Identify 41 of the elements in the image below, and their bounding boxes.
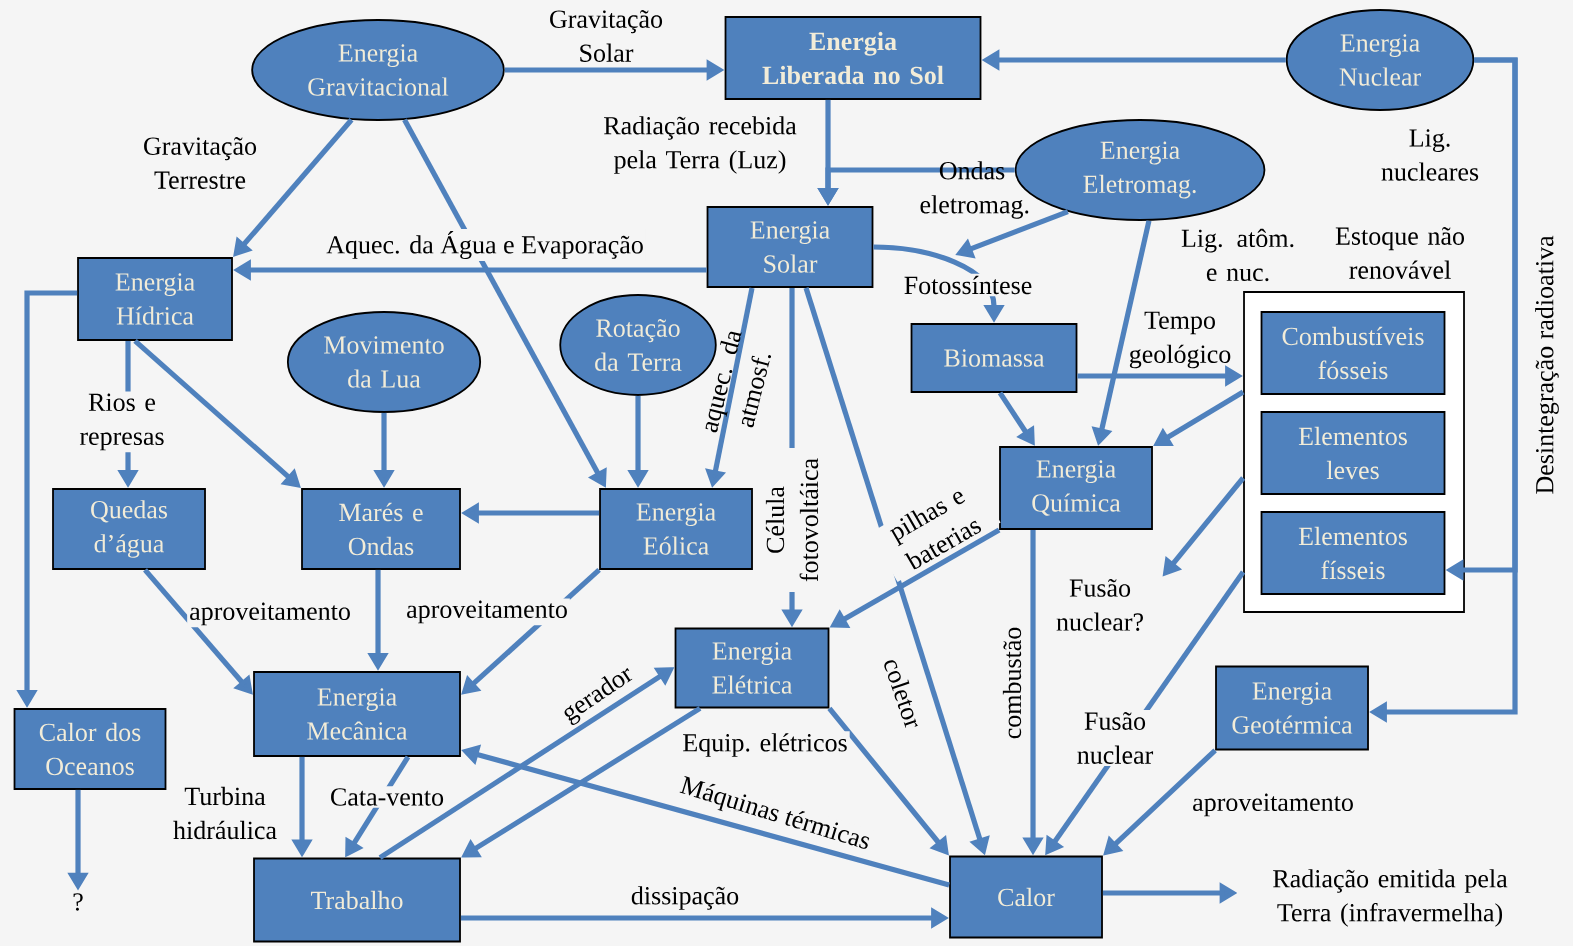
edge-label: coletor	[884, 660, 918, 728]
energy-box: Energia Mecânica	[253, 671, 461, 757]
energy-box: Elementos leves	[1260, 411, 1446, 495]
energy-box: Calor dos Oceanos	[13, 708, 167, 790]
note-text: Fusão nuclear?	[1056, 579, 1143, 631]
energy-box: Trabalho	[253, 857, 461, 943]
note-text: Lig. nucleares	[1381, 129, 1479, 181]
edge-label: aproveitamento	[1193, 793, 1353, 817]
edge-label: aproveitamento	[187, 600, 353, 628]
energy-box: Energia Elétrica	[674, 627, 830, 709]
energy-box: Energia Geotérmica	[1215, 665, 1369, 751]
edge-label: Desintegração radioativa	[1535, 235, 1559, 494]
energy-box: Elementos físseis	[1260, 511, 1446, 595]
energy-box: Energia Química	[999, 446, 1153, 530]
energy-box: Quedas d’água	[52, 488, 206, 570]
energy-box: Energia Solar	[706, 206, 874, 288]
energy-box: Energia Hídrica	[77, 257, 233, 341]
energy-box: Marés e Ondas	[301, 488, 461, 570]
energy-box: Energia Eólica	[599, 488, 753, 570]
edge-label: Gravitação Solar	[550, 10, 663, 62]
energy-box: Biomassa	[910, 323, 1078, 393]
edge-label: Aquec. da Água e Evaporação	[324, 229, 646, 261]
edge-label: Equip. elétricos	[680, 731, 850, 759]
edge-label: Cata-vento	[327, 786, 447, 808]
energy-box: Calor	[949, 855, 1103, 939]
edge-label: Turbina hidráulica	[173, 786, 277, 840]
energy-box: Combustíveis fósseis	[1260, 311, 1446, 395]
edge-label: Gravitação Terrestre	[144, 137, 257, 189]
question-mark: ?	[73, 893, 83, 911]
edge-label: Tempo geológico	[1129, 311, 1231, 369]
edge-label: dissipação	[631, 886, 739, 910]
node-label: Estoque não renovável	[1335, 227, 1465, 279]
edge-label: combustão	[1002, 627, 1022, 739]
edge-label: Célula fotovoltáica	[763, 448, 821, 592]
edge-label: Rios e represas	[70, 391, 174, 453]
edge-label: Radiação recebida pela Terra (Luz)	[604, 116, 797, 174]
edge-label: aproveitamento	[404, 598, 570, 626]
energy-box: Energia Liberada no Sol	[724, 16, 982, 100]
note-text: Radiação emitida pela Terra (infravermelha)	[1273, 869, 1508, 927]
edge-label: Fusão nuclear	[1063, 710, 1167, 766]
edge-label: Lig. atôm. e nuc.	[1181, 228, 1294, 282]
